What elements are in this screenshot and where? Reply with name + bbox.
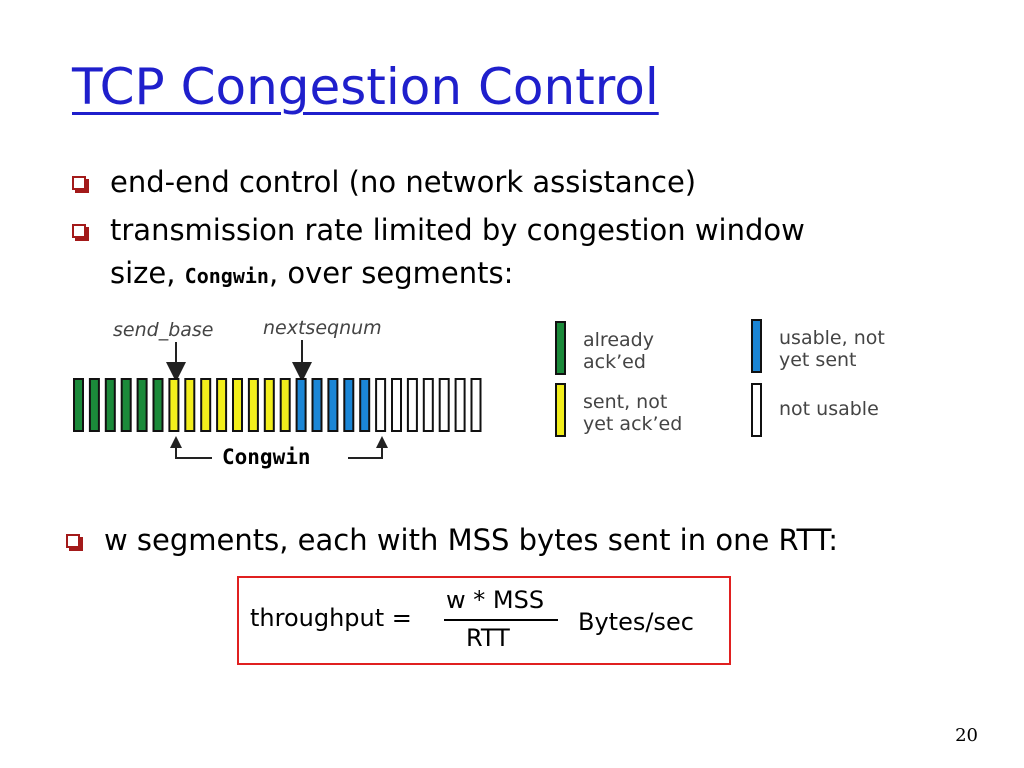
slide-title: TCP Congestion Control	[72, 58, 659, 116]
segment-usable	[359, 378, 371, 432]
bullet-text-1: end-end control (no network assistance)	[110, 165, 697, 199]
segment-sent	[279, 378, 291, 432]
bullet-icon	[66, 534, 83, 551]
segment-usable	[343, 378, 355, 432]
segment-unusable	[406, 378, 418, 432]
segment-sent	[247, 378, 259, 432]
segment-bar-group	[73, 378, 482, 432]
segment-usable	[295, 378, 307, 432]
segment-unusable	[438, 378, 450, 432]
legend-label-acked: already	[583, 329, 654, 351]
formula-lhs: throughput =	[250, 604, 412, 632]
legend-label-usable-line2: yet sent	[779, 349, 857, 371]
segment-unusable	[454, 378, 466, 432]
segment-sent	[184, 378, 196, 432]
segment-acked	[73, 378, 84, 432]
segment-sent	[200, 378, 212, 432]
page-number: 20	[955, 725, 978, 746]
legend-swatch-unusable	[751, 383, 762, 437]
segment-sent	[232, 378, 243, 432]
legend-label-sent: sent, not	[583, 391, 667, 413]
bullet-text-3: w segments, each with MSS bytes sent in …	[104, 523, 839, 557]
segment-usable	[311, 378, 323, 432]
formula-numerator: w * MSS	[446, 586, 545, 614]
segment-acked	[120, 378, 132, 432]
bullet-text-2-post: , over segments:	[268, 256, 514, 290]
segment-acked	[152, 378, 164, 432]
nextseqnum-label: nextseqnum	[263, 317, 382, 339]
legend-swatch-sent	[555, 383, 566, 437]
segment-usable	[327, 378, 339, 432]
bullet-text-2-pre: size,	[110, 256, 185, 290]
legend-label-unusable: not usable	[779, 398, 879, 420]
segment-acked	[104, 378, 116, 432]
congwin-arrow-right	[376, 436, 388, 448]
formula-box	[237, 576, 731, 665]
bullet-text-2: transmission rate limited by congestion …	[110, 213, 805, 247]
bullet-icon	[72, 176, 89, 193]
formula-unit: Bytes/sec	[578, 608, 694, 636]
segment-sent	[216, 378, 228, 432]
legend-label-acked-line2: ack’ed	[583, 351, 646, 373]
segment-unusable	[470, 378, 482, 432]
formula-denominator: RTT	[466, 624, 510, 652]
segment-unusable	[375, 378, 387, 432]
congwin-label: Congwin	[222, 445, 311, 469]
congestion-window-diagram: send_base nextseqnum Congwin alreadyack’…	[73, 317, 885, 469]
congwin-arrow-left	[170, 436, 182, 448]
legend-label-sent-line2: yet ack’ed	[583, 413, 682, 435]
segment-acked	[88, 378, 100, 432]
segment-sent	[168, 378, 180, 432]
fraction-bar	[444, 619, 558, 621]
segment-unusable	[391, 378, 402, 432]
legend-swatch-usable	[751, 319, 762, 373]
congwin-code: Congwin	[184, 264, 269, 288]
bullet-text-2-cont: size, Congwin, over segments:	[110, 256, 513, 290]
bullet-icon	[72, 224, 89, 241]
legend-swatch-acked	[555, 321, 566, 375]
send-base-label: send_base	[113, 319, 213, 341]
segment-unusable	[422, 378, 434, 432]
segment-acked	[136, 378, 148, 432]
legend-label-usable: usable, not	[779, 327, 885, 349]
segment-sent	[263, 378, 275, 432]
